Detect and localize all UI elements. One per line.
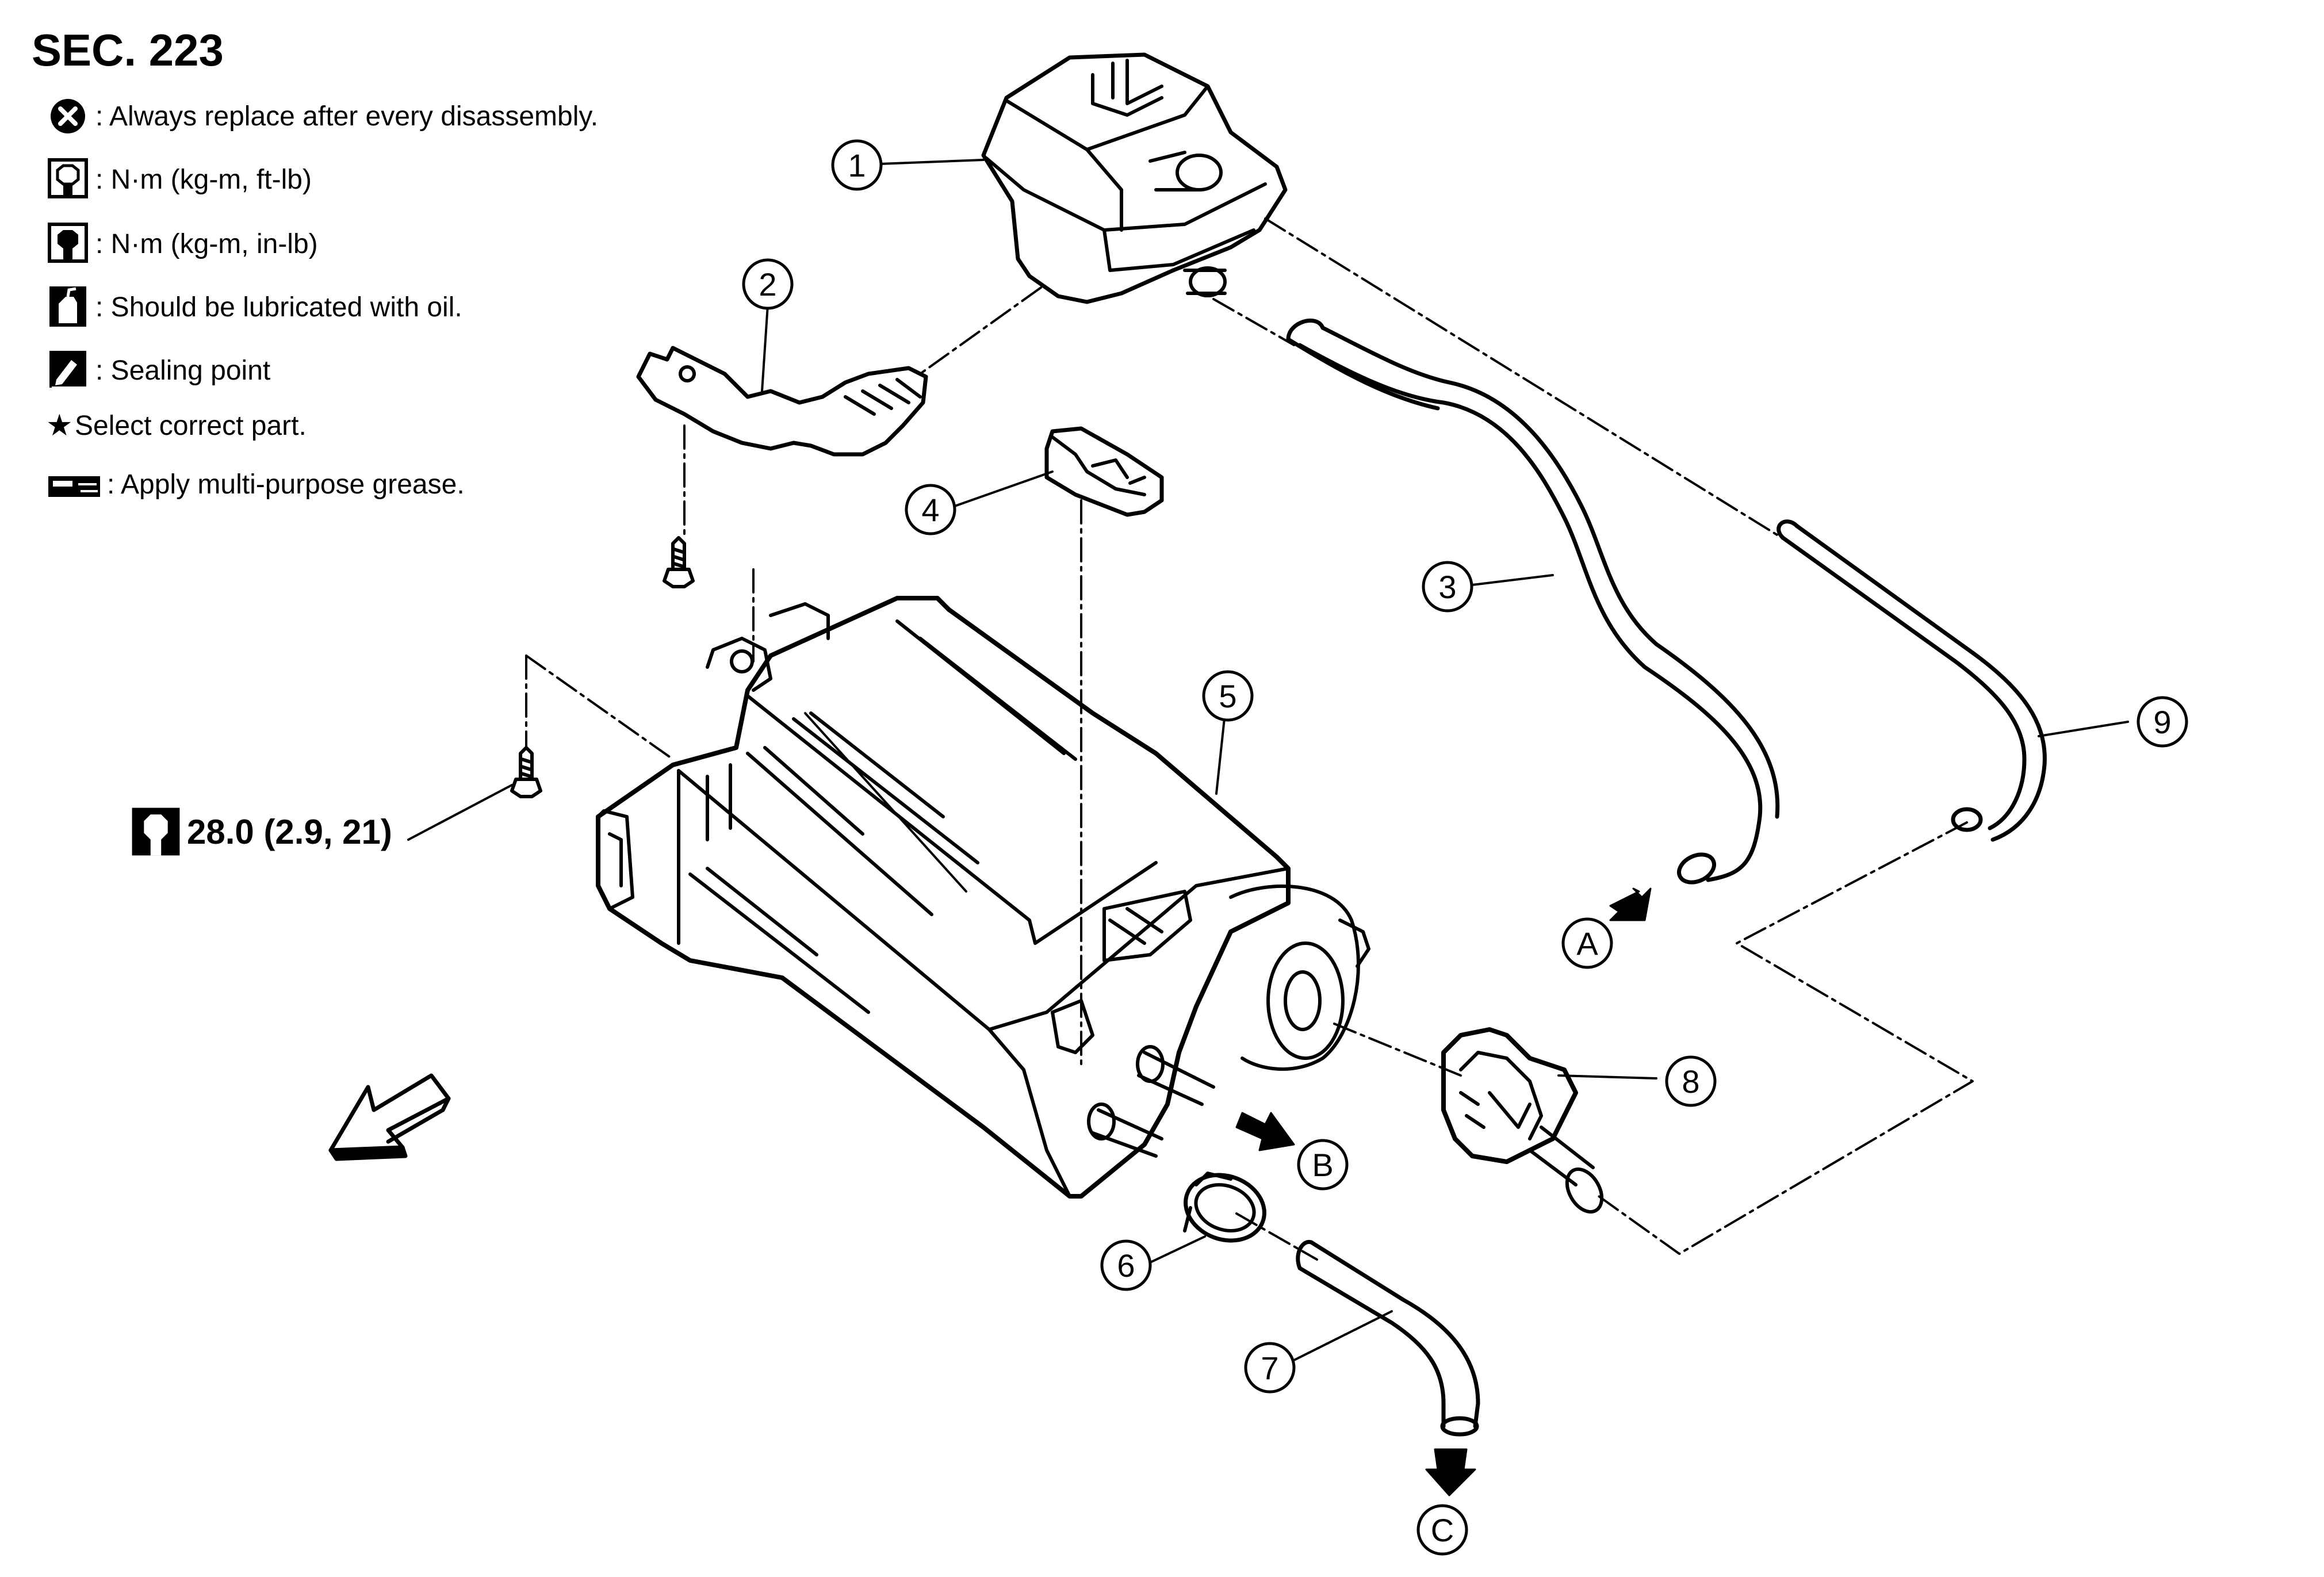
torque-spec-value: 28.0 (2.9, 21) xyxy=(187,812,392,851)
callout-circle-4 xyxy=(905,484,956,535)
callout-label-4: 4 xyxy=(921,492,939,528)
part-4-clip xyxy=(1044,426,1164,517)
callout-label-2: 2 xyxy=(759,266,776,303)
grease-icon xyxy=(48,476,100,497)
legend-row-torque-ftlb: : N·m (kg-m, ft-lb) xyxy=(46,156,312,202)
part-6-clamp xyxy=(1183,1172,1266,1243)
callout-label-7: 7 xyxy=(1261,1350,1278,1386)
legend-text-star: Select correct part. xyxy=(75,410,307,441)
callout-label-c: C xyxy=(1431,1512,1454,1548)
front-direction-arrow-icon xyxy=(328,1073,451,1161)
legend-row-star: ★ Select correct part. xyxy=(46,403,307,449)
section-title: SEC. 223 xyxy=(32,25,224,75)
torque-ftlb-icon xyxy=(48,158,88,198)
legend-row-sealing: : Sealing point xyxy=(46,347,270,393)
callout-label-a: A xyxy=(1576,925,1598,962)
legend-text-torque-inlb: : N·m (kg-m, in-lb) xyxy=(95,228,318,259)
bolt-upper xyxy=(663,536,695,588)
replace-icon xyxy=(51,99,85,133)
callout-circle-6 xyxy=(1100,1239,1152,1291)
legend-text-sealing: : Sealing point xyxy=(95,355,271,386)
arrow-b-icon xyxy=(1235,1112,1295,1151)
callout-circle-8 xyxy=(1665,1055,1717,1107)
legend-row-grease: : Apply multi-purpose grease. xyxy=(46,461,465,507)
callout-label-1: 1 xyxy=(848,147,866,183)
part-9-hose xyxy=(1776,519,2047,842)
legend-row-oil: : Should be lubricated with oil. xyxy=(46,284,462,330)
arrow-c-icon xyxy=(1425,1448,1476,1496)
part-8-valve xyxy=(1441,1027,1604,1214)
callout-circle-c xyxy=(1416,1504,1468,1556)
callout-label-8: 8 xyxy=(1682,1063,1699,1100)
torque-spec-label: 28.0 (2.9, 21) xyxy=(129,805,392,858)
arrow-a-icon xyxy=(1609,887,1652,921)
callout-circle-3 xyxy=(1422,561,1473,613)
legend-text-replace: : Always replace after every disassembly… xyxy=(95,101,599,132)
callout-label-b: B xyxy=(1312,1147,1333,1183)
oil-can-icon xyxy=(49,286,86,327)
part-5-canister xyxy=(596,596,1370,1199)
callout-circle-7 xyxy=(1244,1342,1296,1394)
part-7-hose xyxy=(1296,1239,1480,1437)
callout-circle-9 xyxy=(2137,696,2188,748)
legend-text-oil: : Should be lubricated with oil. xyxy=(95,292,462,323)
callout-circles xyxy=(742,139,2188,1556)
part-2-bracket xyxy=(636,346,928,457)
legend-row-torque-inlb: : N·m (kg-m, in-lb) xyxy=(46,221,318,267)
legend-text-torque-ftlb: : N·m (kg-m, ft-lb) xyxy=(95,164,312,195)
torque-ftlb-icon xyxy=(132,807,180,856)
torque-inlb-icon xyxy=(48,223,88,263)
legend-row-replace: : Always replace after every disassembly… xyxy=(46,93,598,139)
assembly-lines xyxy=(525,217,1974,1261)
part-1-reservoir xyxy=(981,52,1288,304)
bolt-lower xyxy=(510,746,542,798)
sealing-icon xyxy=(49,351,86,389)
callout-circle-1 xyxy=(831,139,883,191)
part-3-hose xyxy=(1286,318,1780,885)
callout-label-3: 3 xyxy=(1438,569,1456,605)
callout-circle-5 xyxy=(1202,670,1254,722)
legend-text-grease: : Apply multi-purpose grease. xyxy=(107,469,465,500)
callout-circle-a xyxy=(1561,917,1613,969)
callout-label-6: 6 xyxy=(1117,1247,1135,1284)
star-icon: ★ xyxy=(46,409,73,442)
callout-circle-2 xyxy=(742,258,794,310)
callout-leaders xyxy=(407,159,2129,1364)
callout-circle-b xyxy=(1297,1139,1349,1191)
callout-label-5: 5 xyxy=(1219,678,1236,714)
callout-label-9: 9 xyxy=(2153,704,2171,740)
